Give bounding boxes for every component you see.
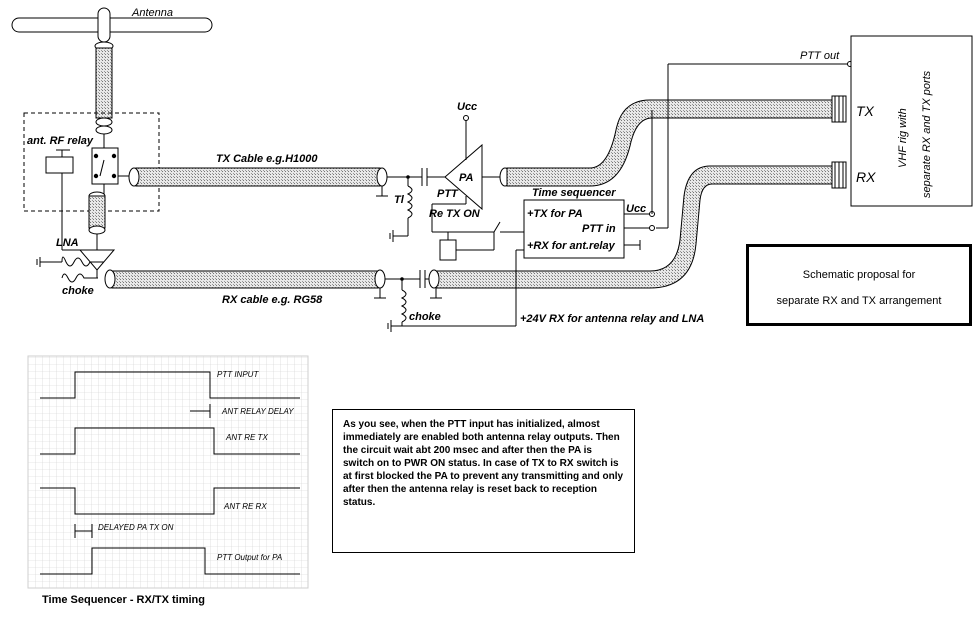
re-tx-on-relay: Re TX ON — [429, 204, 526, 261]
choke-label-right: choke — [409, 311, 441, 323]
antenna: Antenna — [11, 7, 213, 51]
sig-ant-re-tx: ANT RE TX — [225, 433, 268, 442]
timing-caption: Time Sequencer - RX/TX timing — [42, 594, 205, 606]
lna-label: LNA — [56, 237, 79, 249]
antenna-feed-coax — [95, 47, 113, 119]
proposal-line1: Schematic proposal for — [802, 269, 916, 281]
rig-rx-coax — [435, 165, 833, 289]
sig-ant-re-rx: ANT RE RX — [223, 502, 267, 511]
rig-label-line2: separate RX and TX ports — [921, 70, 933, 198]
relay-label: ant. RF relay — [27, 135, 94, 147]
tx-cable-label: TX Cable e.g.H1000 — [216, 153, 318, 165]
sequencer-title: Time sequencer — [532, 187, 616, 199]
ucc-seq-label: Ucc — [626, 203, 646, 215]
sig-ptt-output-pa: PTT Output for PA — [217, 553, 282, 562]
rig-label-line1: VHF rig with — [897, 108, 909, 168]
rx-bias-tee: choke — [374, 270, 516, 332]
antenna-label: Antenna — [131, 7, 173, 19]
supply-label: +24V RX for antenna relay and LNA — [520, 313, 704, 325]
explanation-text: As you see, when the PTT input has initi… — [343, 419, 624, 508]
rx-port-label: RX — [856, 169, 876, 185]
sig-ptt-input: PTT INPUT — [217, 370, 259, 379]
relay-dashed-box — [23, 112, 160, 212]
tx-cable — [135, 167, 381, 187]
seq-tx-for-pa: +TX for PA — [527, 208, 583, 220]
pa-amplifier: PA Ucc PTT — [432, 101, 503, 211]
pa-output-coax — [506, 99, 833, 187]
rx-cable-label: RX cable e.g. RG58 — [222, 294, 323, 306]
seq-ptt-in: PTT in — [582, 223, 616, 235]
vhf-rig: TX RX VHF rig with separate RX and TX po… — [850, 35, 973, 207]
re-tx-on-label: Re TX ON — [429, 208, 481, 220]
lna-coax — [88, 195, 106, 229]
sig-ant-relay-delay: ANT RELAY DELAY — [221, 407, 294, 416]
lna-amplifier: LNA — [56, 234, 116, 278]
proposal-box: Schematic proposal for separate RX and T… — [746, 244, 972, 326]
tl-inductor: Tl — [387, 175, 422, 236]
time-sequencer: Time sequencer +TX for PA PTT in +RX for… — [515, 187, 704, 326]
relay-contacts — [91, 134, 130, 194]
tx-coupling-capacitor — [421, 168, 445, 186]
choke-label-left: choke — [62, 285, 94, 297]
seq-rx-for-relay: +RX for ant.relay — [527, 240, 616, 252]
pa-label: PA — [459, 172, 474, 184]
proposal-line2: separate RX and TX arrangement — [776, 295, 942, 307]
left-choke: choke — [36, 256, 104, 297]
ptt-out-label: PTT out — [800, 50, 840, 62]
timing-diagram: PTT INPUT ANT RELAY DELAY ANT RE TX ANT … — [27, 355, 309, 589]
relay-coil — [45, 149, 74, 250]
rx-cable — [111, 270, 379, 289]
explanation-note: As you see, when the PTT input has initi… — [332, 409, 635, 553]
sig-delayed-pa-tx-on: DELAYED PA TX ON — [98, 523, 174, 532]
ptt-label: PTT — [437, 188, 459, 200]
pa-ground — [389, 230, 408, 242]
tx-port-label: TX — [856, 103, 875, 119]
ucc-top-label: Ucc — [457, 101, 477, 113]
tl-label: Tl — [394, 194, 405, 206]
